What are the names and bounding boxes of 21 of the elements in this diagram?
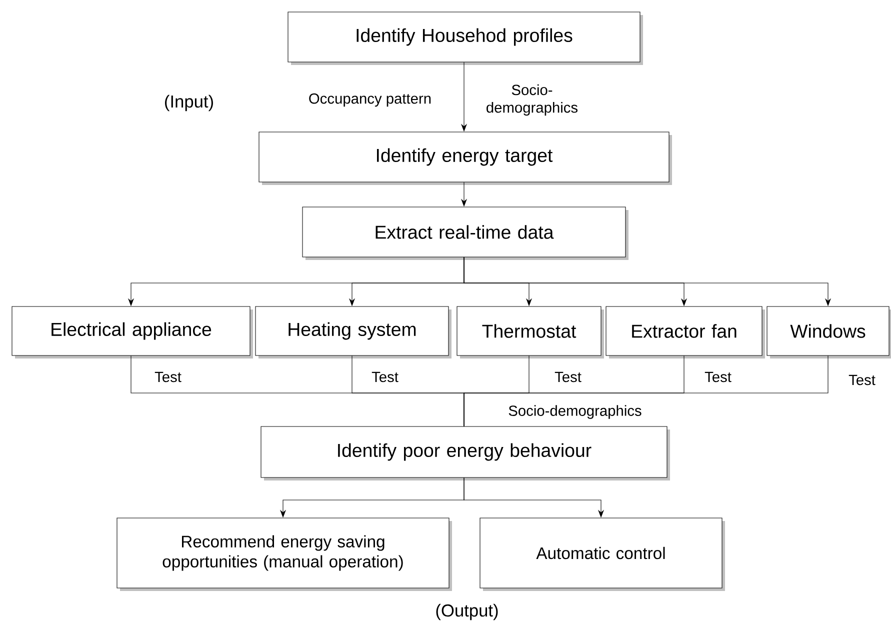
process-box: Thermostat <box>456 306 604 358</box>
note-label: Occupancy pattern <box>309 93 431 107</box>
note-label: (Input) <box>165 94 213 112</box>
note-label: Socio-demographics <box>508 405 642 419</box>
edge-label: Test <box>847 374 877 386</box>
process-box: Identify energy target <box>258 132 672 185</box>
edge-label: Test <box>703 370 733 384</box>
note-label: (Output) <box>436 604 498 620</box>
edge-label: Test <box>370 370 400 384</box>
process-box: Heating system <box>255 306 452 358</box>
process-box: Identify Househod profiles <box>288 12 643 65</box>
process-box: Identify poor energy behaviour <box>260 426 670 480</box>
process-box: Recommend energy saving opportunities (manual operation) <box>116 518 452 591</box>
process-box: Extractor fan <box>606 306 765 358</box>
process-box: Windows <box>766 306 891 358</box>
edge-label: Test <box>553 370 583 384</box>
process-box: Automatic control <box>480 518 726 591</box>
note-label: Socio-demographics <box>486 84 578 116</box>
process-box: Extract real-time data <box>302 206 628 260</box>
process-box: Electrical appliance <box>12 306 253 358</box>
edge-label: Test <box>153 370 183 384</box>
